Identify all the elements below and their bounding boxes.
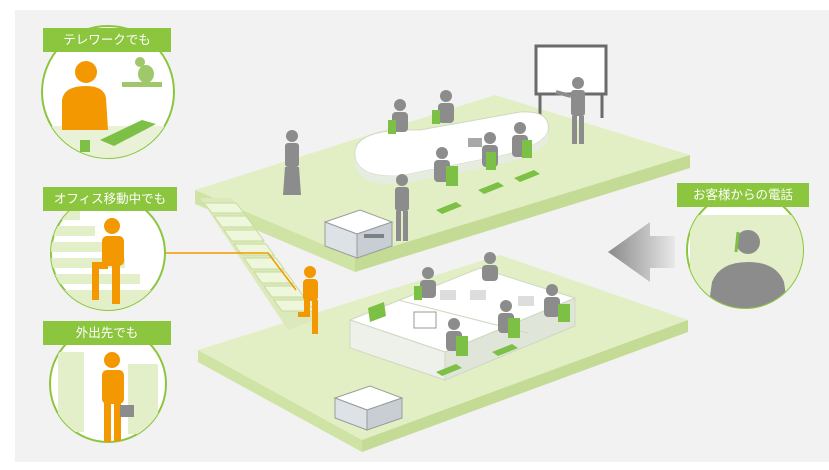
telework-circle: [41, 25, 175, 159]
copier-icon: [323, 209, 394, 259]
staircase: [200, 198, 320, 330]
briefcase-icon: [120, 405, 134, 417]
label-customer-call-text: お客様からの電話: [692, 187, 793, 202]
stairs-person-icon: [298, 266, 318, 334]
label-customer-call: お客様からの電話: [677, 183, 809, 207]
outside-circle: [49, 325, 167, 443]
arrow-left-icon: [608, 222, 675, 282]
label-office-move: オフィス移動中でも: [43, 187, 177, 211]
office-move-circle: [50, 195, 166, 311]
mug-icon: [80, 140, 90, 152]
label-outside-text: 外出先でも: [75, 325, 139, 340]
phone-person-icon: [708, 230, 788, 308]
label-outside: 外出先でも: [43, 321, 171, 345]
desk-cluster: [348, 267, 577, 381]
laptop-icon: [100, 120, 156, 146]
label-office-move-text: オフィス移動中でも: [53, 191, 167, 206]
copier-icon: [333, 385, 404, 431]
office-chairs: [368, 286, 570, 376]
cat-icon: [122, 57, 162, 87]
label-telework-text: テレワークでも: [63, 32, 151, 47]
presenter-person: [555, 77, 585, 144]
connector-line: [165, 252, 297, 291]
phone-person-icon: [92, 218, 124, 304]
label-telework: テレワークでも: [43, 28, 171, 52]
meeting-chairs: [388, 110, 540, 214]
phone-person-icon: [102, 352, 124, 442]
customer-call-circle: [686, 191, 804, 309]
telework-person-icon: [62, 61, 108, 130]
